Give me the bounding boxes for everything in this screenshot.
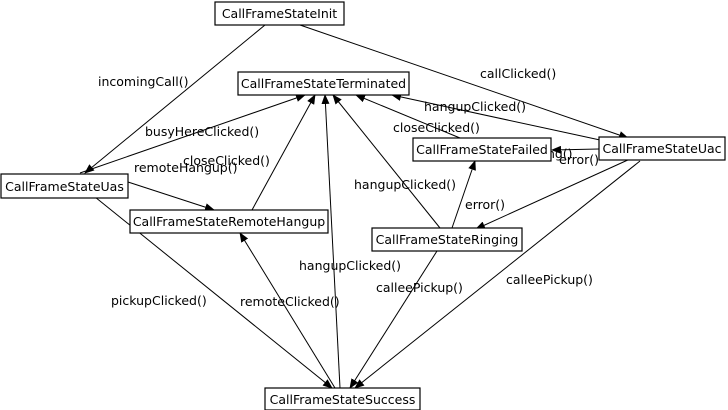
node-uas-label: CallFrameStateUas [5, 179, 124, 194]
edge-label-error-uac: error() [559, 152, 599, 167]
edge-label-hangup-clicked-success: hangupClicked() [299, 258, 401, 273]
edge-ringing-to-success: calleePickup() [349, 250, 463, 389]
edge-success-to-remote-hangup: remoteClicked() [239, 232, 340, 389]
node-failed-label: CallFrameStateFailed [416, 142, 548, 157]
node-uas: CallFrameStateUas [0, 173, 129, 199]
edge-label-close-clicked-failed: closeClicked() [393, 120, 480, 135]
node-remote-hangup: CallFrameStateRemoteHangup [129, 209, 329, 234]
edge-label-pickup-clicked: pickupClicked() [111, 293, 207, 308]
edge-uac-to-failed: error() [551, 145, 599, 167]
edge-uac-to-terminated: hangupClicked() [391, 92, 601, 141]
node-ringing: CallFrameStateRinging [371, 227, 523, 252]
edge-init-to-uas: incomingCall() [84, 24, 266, 174]
edge-remote-hangup-to-terminated: closeClicked() [183, 94, 316, 211]
node-init-label: CallFrameStateInit [222, 6, 337, 21]
edge-label-call-clicked: callClicked() [480, 66, 556, 81]
edge-label-remote-clicked: remoteClicked() [240, 294, 340, 309]
edge-label-callee-pickup-ringing: calleePickup() [376, 280, 463, 295]
edge-label-busy-here-clicked: busyHereClicked() [145, 124, 259, 139]
edge-label-close-clicked-remote: closeClicked() [183, 153, 270, 168]
edge-init-to-uac: callClicked() [299, 24, 629, 139]
edge-label-remote-hangup: remoteHangup() [134, 160, 238, 175]
node-terminated-label: CallFrameStateTerminated [241, 76, 406, 91]
edge-label-hangup-clicked-ringing: hangupClicked() [354, 177, 456, 192]
edge-label-error-ringing: error() [465, 197, 505, 212]
node-init: CallFrameStateInit [214, 1, 345, 26]
node-remote-hangup-label: CallFrameStateRemoteHangup [133, 214, 325, 229]
node-success-label: CallFrameStateSuccess [270, 392, 416, 407]
node-terminated: CallFrameStateTerminated [237, 71, 410, 96]
node-failed: CallFrameStateFailed [412, 137, 552, 162]
edge-label-callee-pickup-uac: calleePickup() [506, 272, 593, 287]
node-uac: CallFrameStateUac [598, 136, 726, 161]
edge-success-to-terminated: hangupClicked() [299, 94, 401, 389]
edge-uac-to-success: calleePickup() [354, 160, 641, 389]
node-uac-label: CallFrameStateUac [602, 141, 721, 156]
edge-ringing-to-terminated: hangupClicked() [332, 94, 456, 229]
edge-uas-to-terminated: busyHereClicked() [79, 94, 306, 174]
node-ringing-label: CallFrameStateRinging [376, 232, 519, 247]
edge-uas-to-remote-hangup: remoteHangup() [127, 160, 238, 212]
edge-label-hangup-clicked-uac: hangupClicked() [424, 99, 526, 114]
node-success: CallFrameStateSuccess [264, 387, 421, 410]
edge-failed-to-terminated: closeClicked() [355, 94, 480, 139]
edge-ringing-to-failed: error() [451, 160, 505, 229]
edge-label-incoming-call: incomingCall() [98, 74, 189, 89]
